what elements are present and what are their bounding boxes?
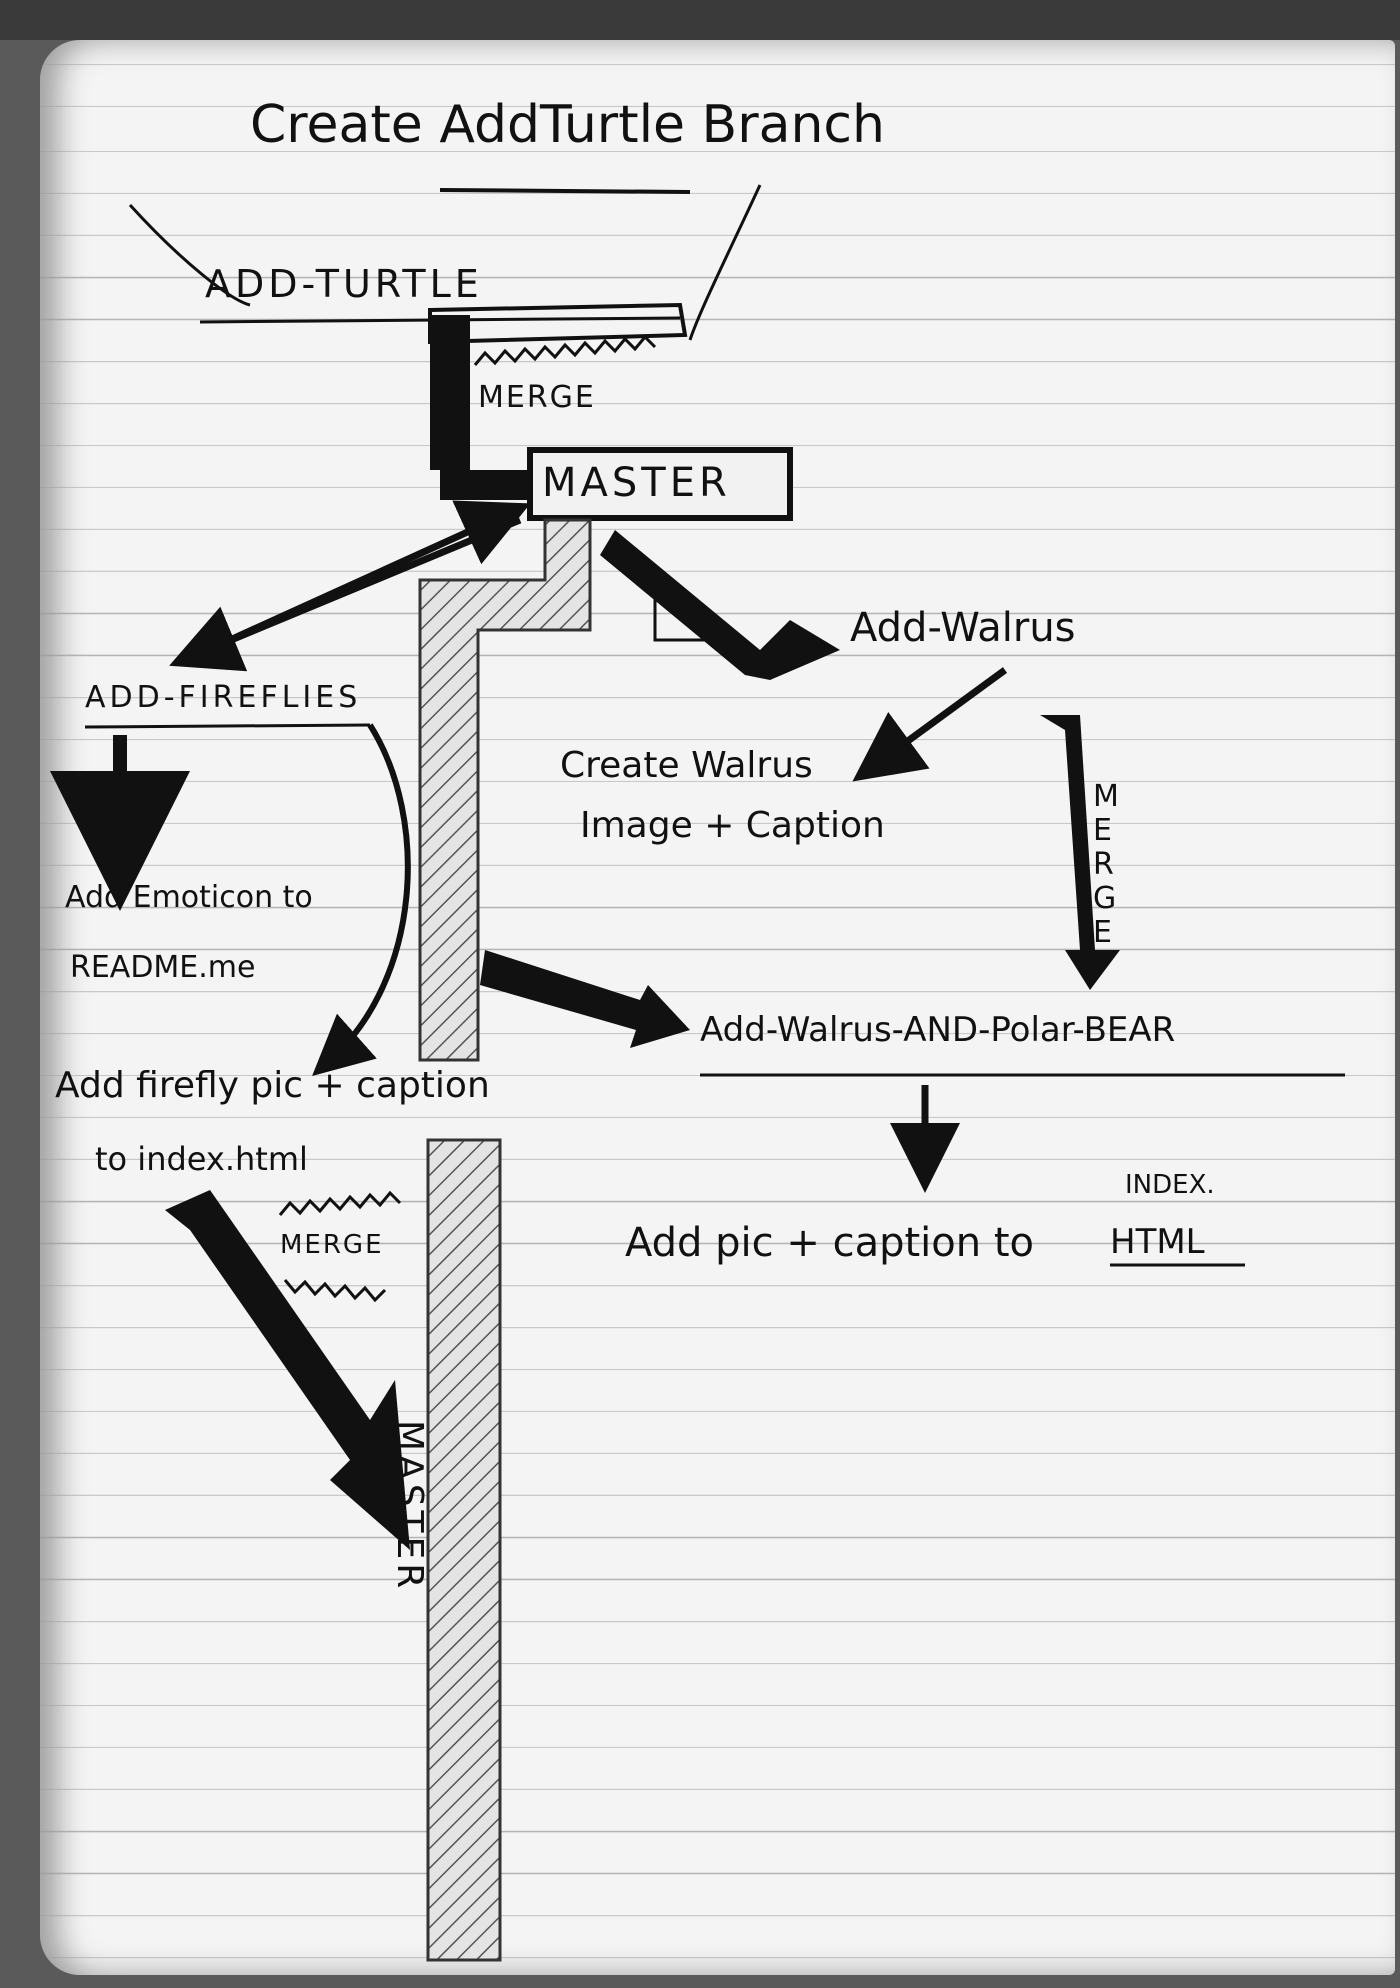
arrow-merge-right — [1040, 715, 1120, 990]
merge-label-top: MERGE — [478, 380, 596, 415]
arrow-trunk-to-polar-bear — [480, 950, 690, 1048]
note-firefly-line1: Add firefly pic + caption — [55, 1065, 490, 1106]
branch-add-turtle: ADD-TURTLE — [205, 262, 483, 306]
merge-burst-top — [473, 334, 657, 366]
background-edge — [0, 0, 1400, 40]
branch-master-top: MASTER — [542, 460, 731, 506]
title-underline — [439, 188, 691, 194]
notebook-page — [40, 40, 1395, 1975]
walrus-bracket — [653, 580, 720, 642]
arrow-merge-bottom — [165, 1190, 410, 1550]
arrow-fireflies-curve — [312, 723, 411, 1076]
merge-burst-bottom-lower — [283, 1279, 387, 1303]
ruled-lines — [40, 40, 1395, 1975]
master-trunk-upper — [418, 518, 592, 1062]
arrow-walrus-to-create — [852, 667, 1008, 782]
note-emoticon-line1: Add Emoticon to — [65, 880, 313, 915]
note-create-walrus-line1: Create Walrus — [560, 745, 813, 786]
title-connector-right — [688, 184, 762, 341]
branch-add-fireflies: ADD-FIREFLIES — [85, 680, 362, 715]
note-emoticon-line2: README.me — [70, 950, 256, 985]
note-walrus-pic-index: INDEX. — [1125, 1170, 1215, 1200]
note-walrus-pic-html: HTML — [1110, 1222, 1205, 1262]
branch-add-walrus: Add-Walrus — [850, 605, 1076, 651]
branch-add-walrus-and-polar-bear: Add-Walrus-AND-Polar-BEAR — [700, 1010, 1176, 1050]
master-top-box — [527, 447, 793, 521]
merge-label-bottom: MERGE — [280, 1230, 384, 1260]
merge-burst-bottom — [278, 1190, 402, 1216]
master-trunk-lower — [426, 1138, 502, 1962]
note-firefly-line2: to index.html — [95, 1140, 308, 1178]
merge-connector-top — [430, 315, 530, 500]
arrow-fireflies-to-master — [228, 500, 531, 644]
branch-master-bottom: MASTER — [389, 1420, 430, 1593]
fireflies-underline — [84, 723, 371, 729]
merge-label-right: MERGE — [1093, 779, 1121, 950]
arrow-master-to-walrus — [600, 530, 840, 680]
note-create-walrus-line2: Image + Caption — [580, 805, 885, 846]
note-walrus-pic-line1: Add pic + caption to — [625, 1220, 1034, 1266]
title-connector-left — [128, 203, 251, 307]
page-title: Create AddTurtle Branch — [250, 95, 885, 155]
